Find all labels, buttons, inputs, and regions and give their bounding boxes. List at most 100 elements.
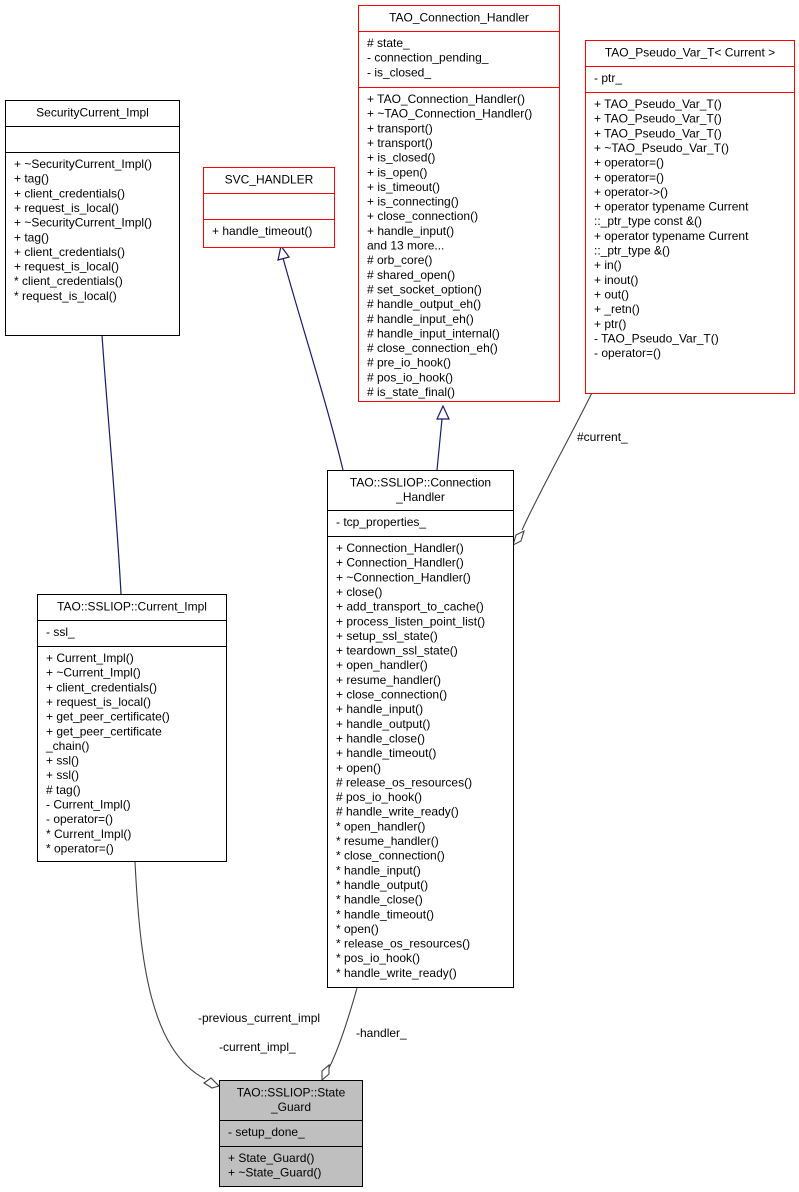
- edge-label-handler: -handler_: [356, 1026, 407, 1040]
- class-attribute: - setup_done_: [228, 1125, 305, 1139]
- class-method: + get_peer_certificate(): [46, 710, 170, 724]
- class-method: * handle_output(): [336, 878, 428, 892]
- class-method: + request_is_local(): [14, 201, 119, 215]
- class-ssliop-current-impl: TAO::SSLIOP::Current_Impl- ssl_+ Current…: [37, 594, 227, 862]
- class-method: + State_Guard(): [228, 1151, 314, 1165]
- association-edge-current-impl: [134, 861, 206, 1080]
- class-method: + TAO_Pseudo_Var_T(): [594, 112, 722, 126]
- class-method: # handle_write_ready(): [336, 805, 459, 819]
- class-method: # tag(): [46, 783, 81, 797]
- class-method: * resume_handler(): [336, 834, 439, 848]
- class-method: + ssl(): [46, 768, 79, 782]
- class-method: # handle_input_internal(): [367, 326, 500, 340]
- class-method: + Connection_Handler(): [336, 556, 464, 570]
- class-method: + ~SecurityCurrent_Impl(): [14, 216, 152, 230]
- class-method: + handle_input(): [367, 224, 454, 238]
- class-method: - operator=(): [594, 346, 661, 360]
- class-box: [358, 5, 560, 402]
- class-method: + ~SecurityCurrent_Impl(): [14, 157, 152, 171]
- class-method: + TAO_Connection_Handler(): [367, 92, 525, 106]
- class-method: + TAO_Pseudo_Var_T(): [594, 97, 722, 111]
- inheritance-edge-connection-handler-to-tao-connection: [436, 418, 443, 471]
- class-method: * handle_write_ready(): [336, 966, 457, 980]
- class-title: SecurityCurrent_Impl: [36, 106, 149, 120]
- class-method: + handle_close(): [336, 731, 425, 745]
- class-title: _Handler: [395, 490, 445, 504]
- class-method: * client_credentials(): [14, 274, 123, 288]
- class-method: + ~State_Guard(): [228, 1166, 321, 1180]
- class-method: + operator->(): [594, 185, 668, 199]
- class-method: # shared_open(): [367, 268, 455, 282]
- class-method: # release_os_resources(): [336, 775, 472, 789]
- class-method: + add_transport_to_cache(): [336, 600, 484, 614]
- class-method: + close_connection(): [367, 209, 478, 223]
- class-method: + teardown_ssl_state(): [336, 644, 458, 658]
- class-attribute: - tcp_properties_: [336, 515, 426, 529]
- class-method: + ptr(): [594, 317, 626, 331]
- class-method: + handle_input(): [336, 702, 423, 716]
- class-method: + is_connecting(): [367, 195, 459, 209]
- class-method: + open_handler(): [336, 658, 428, 672]
- inheritance-arrowhead-tao-connection: [436, 404, 450, 420]
- inheritance-edge-connection-handler-to-svc: [282, 257, 344, 471]
- class-title: TAO::SSLIOP::Current_Impl: [57, 600, 207, 614]
- class-method: + open(): [336, 761, 381, 775]
- class-method: + operator typename Current: [594, 229, 749, 243]
- class-tao-connection-handler: TAO_Connection_Handler# state_- connecti…: [358, 5, 560, 402]
- class-method: + transport(): [367, 121, 433, 135]
- class-method: + ~TAO_Connection_Handler(): [367, 107, 532, 121]
- class-method: + request_is_local(): [46, 695, 151, 709]
- class-method: - operator=(): [46, 812, 113, 826]
- class-method: + client_credentials(): [46, 680, 157, 694]
- class-title: TAO_Connection_Handler: [389, 11, 529, 25]
- class-method: * handle_timeout(): [336, 907, 434, 921]
- class-method: ::_ptr_type &(): [594, 244, 670, 258]
- class-attribute: - connection_pending_: [367, 51, 489, 65]
- edge-label-previous-current-impl: -previous_current_impl: [198, 1011, 320, 1025]
- edge-label-current-impl: -current_impl_: [219, 1040, 296, 1054]
- class-method: - Current_Impl(): [46, 798, 131, 812]
- class-method: + client_credentials(): [14, 186, 125, 200]
- class-method: * request_is_local(): [14, 289, 117, 303]
- class-securitycurrent-impl: SecurityCurrent_Impl + ~SecurityCurrent_I…: [5, 100, 180, 336]
- class-method: + is_open(): [367, 165, 427, 179]
- class-method: # is_state_final(): [367, 385, 455, 399]
- class-method: # close_connection_eh(): [367, 341, 498, 355]
- association-diamond-current: [512, 529, 525, 547]
- class-method: * open(): [336, 922, 379, 936]
- class-attribute: - is_closed_: [367, 65, 431, 79]
- inheritance-arrowhead-svc: [277, 244, 290, 261]
- class-method: ::_ptr_type const &(): [594, 214, 702, 228]
- class-method: # pre_io_hook(): [367, 356, 451, 370]
- class-method: # handle_input_eh(): [367, 312, 474, 326]
- class-method: + inout(): [594, 273, 638, 287]
- class-method: + tag(): [14, 230, 49, 244]
- edge-label-current: #current_: [577, 430, 628, 444]
- class-method: # orb_core(): [367, 253, 432, 267]
- class-method: + is_timeout(): [367, 180, 440, 194]
- association-diamond-handler: [321, 1063, 330, 1082]
- class-method: + handle_output(): [336, 717, 430, 731]
- class-method: * pos_io_hook(): [336, 951, 420, 965]
- class-method: + resume_handler(): [336, 673, 441, 687]
- class-method: # pos_io_hook(): [367, 370, 453, 384]
- class-method: + Current_Impl(): [46, 651, 134, 665]
- class-method: * operator=(): [46, 841, 114, 855]
- class-attribute: - ssl_: [46, 625, 75, 639]
- classes: SecurityCurrent_Impl + ~SecurityCurrent_I…: [5, 5, 795, 1187]
- class-method: + ~Current_Impl(): [46, 666, 141, 680]
- class-method: # pos_io_hook(): [336, 790, 422, 804]
- edges: [94, 244, 605, 1089]
- association-diamond-current-impl: [203, 1077, 221, 1089]
- class-title: TAO::SSLIOP::Connection: [350, 475, 491, 489]
- class-method: + operator=(): [594, 156, 664, 170]
- class-method: - TAO_Pseudo_Var_T(): [594, 331, 719, 345]
- class-method: + ~TAO_Pseudo_Var_T(): [594, 141, 729, 155]
- class-method: * open_handler(): [336, 819, 425, 833]
- class-method: + operator typename Current: [594, 200, 749, 214]
- class-method: + operator=(): [594, 170, 664, 184]
- class-method: + client_credentials(): [14, 245, 125, 259]
- class-method: + close_connection(): [336, 688, 447, 702]
- class-box: [219, 1080, 363, 1187]
